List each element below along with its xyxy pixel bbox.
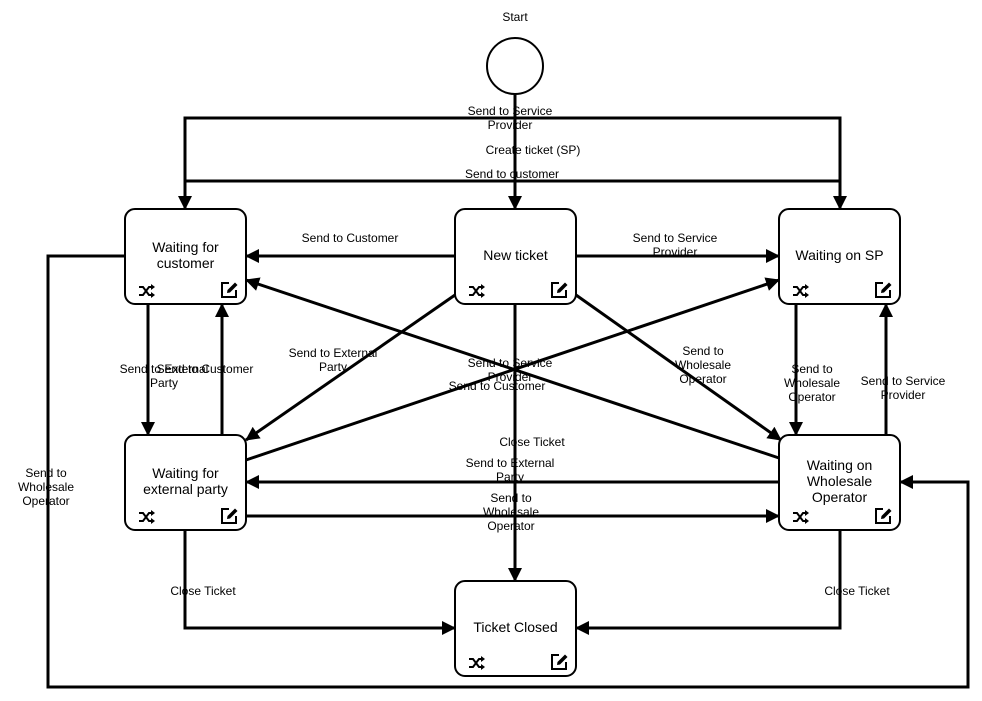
state-box[interactable] xyxy=(124,434,247,531)
edge-label-ep-closed: Close Ticket xyxy=(170,584,236,598)
start-node[interactable] xyxy=(486,37,544,95)
shuffle-icon[interactable] xyxy=(139,510,155,524)
state-label: Waiting on SP xyxy=(795,247,883,263)
edge-label-wo-closed: Close Ticket xyxy=(824,584,890,598)
edge-wc-wo xyxy=(46,254,970,689)
state-label: Ticket Closed xyxy=(473,619,557,635)
shuffle-icon[interactable] xyxy=(793,284,809,298)
edge-new-wo xyxy=(575,293,782,442)
edge-label-start-new: Create ticket (SP) xyxy=(486,143,581,157)
edge-ep-closed xyxy=(183,530,456,635)
edit-icon[interactable] xyxy=(221,282,238,298)
edge-top-sp xyxy=(185,179,847,210)
edge-wo-wc xyxy=(245,277,780,460)
shuffle-icon[interactable] xyxy=(139,284,155,298)
edit-icon[interactable] xyxy=(221,508,238,524)
state-node-closed[interactable]: Ticket Closed xyxy=(454,580,577,677)
edge-label-ep-wc: Send to Customer xyxy=(157,362,254,376)
start-label: Start xyxy=(502,10,528,24)
state-node-sp[interactable]: Waiting on SP xyxy=(778,208,901,305)
edge-label-new-closed: Close Ticket xyxy=(499,435,565,449)
state-label: New ticket xyxy=(483,247,548,263)
edit-icon[interactable] xyxy=(875,282,892,298)
edge-new-ep xyxy=(245,293,456,442)
edge-label-new-wc: Send to Customer xyxy=(302,231,399,245)
edit-icon[interactable] xyxy=(551,282,568,298)
state-box[interactable] xyxy=(778,208,901,305)
edge-label-wo-wc: Send to Customer xyxy=(449,379,546,393)
edge-top-wc xyxy=(178,116,842,210)
edges-layer xyxy=(46,94,970,689)
state-box[interactable] xyxy=(454,208,577,305)
edit-icon[interactable] xyxy=(551,654,568,670)
edge-label-top-sp: Send to customer xyxy=(465,167,559,181)
state-box[interactable] xyxy=(454,580,577,677)
edge-wo-closed xyxy=(575,530,842,635)
shuffle-icon[interactable] xyxy=(469,284,485,298)
state-box[interactable] xyxy=(778,434,901,531)
shuffle-icon[interactable] xyxy=(469,656,485,670)
shuffle-icon[interactable] xyxy=(793,510,809,524)
edit-icon[interactable] xyxy=(875,508,892,524)
state-box[interactable] xyxy=(124,208,247,305)
state-node-new[interactable]: New ticket xyxy=(454,208,577,305)
